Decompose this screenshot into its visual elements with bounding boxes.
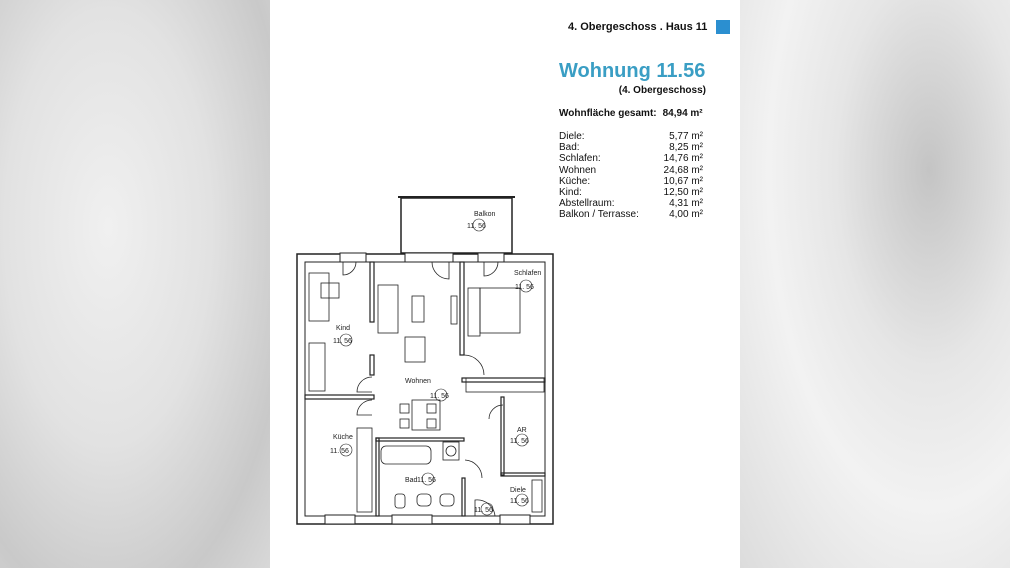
room-row: Diele: 5,77 m²: [559, 131, 703, 142]
total-area: Wohnfläche gesamt: 84,94 m²: [559, 108, 703, 119]
room-area: 10,67 m²: [663, 175, 703, 187]
label-balkon: Balkon: [474, 211, 496, 218]
furniture: [308, 272, 545, 513]
room-row: Wohnen 24,68 m²: [559, 165, 703, 176]
room-name: Kind:: [559, 187, 582, 199]
room-name: Abstellraum:: [559, 198, 615, 210]
room-row: Küche: 10,67 m²: [559, 176, 703, 187]
room-area-list: Diele: 5,77 m² Bad: 8,25 m² Schlafen: 14,76…: [559, 131, 703, 221]
room-area: 4,31 m²: [669, 198, 703, 210]
room-area: 8,25 m²: [669, 142, 703, 154]
blurred-background-left: [0, 0, 270, 568]
floor-house-heading: 4. Obergeschoss . Haus 11: [568, 21, 708, 33]
label-diele: Diele: [510, 487, 526, 494]
accent-square: [716, 20, 730, 34]
room-labels: Balkon Schlafen Kind Wohnen Küche AR Bad…: [333, 211, 541, 494]
room-row: Schlafen: 14,76 m²: [559, 153, 703, 164]
label-ar: AR: [517, 427, 527, 434]
balcony: [398, 196, 515, 254]
tag-ar: 11. 56: [510, 438, 529, 445]
total-area-value: 84,94 m²: [662, 108, 703, 119]
room-name: Schlafen:: [559, 153, 601, 165]
room-tags: [339, 218, 533, 516]
blurred-background-right: [740, 0, 1010, 568]
tag-kueche: 11. 56: [330, 448, 349, 455]
room-area: 14,76 m²: [663, 153, 703, 165]
room-area: 5,77 m²: [669, 131, 703, 142]
tag-entrance: 11. 56: [474, 507, 493, 514]
room-row: Balkon / Terrasse: 4,00 m²: [559, 209, 703, 220]
outer-walls: [296, 252, 554, 525]
interior-walls: [304, 261, 546, 517]
tag-diele: 11. 56: [510, 498, 529, 505]
tag-wohnen: 11. 56: [430, 393, 449, 400]
apartment-subtitle: (4. Obergeschoss): [618, 85, 706, 96]
room-name: Wohnen: [559, 164, 597, 176]
apartment-title: Wohnung 11.56: [559, 60, 706, 82]
label-kind: Kind: [336, 325, 350, 332]
room-row: Kind: 12,50 m²: [559, 187, 703, 198]
total-area-label: Wohnfläche gesamt:: [559, 108, 657, 119]
room-area: 12,50 m²: [663, 187, 703, 199]
room-name: Küche:: [559, 175, 591, 187]
doors: [342, 261, 504, 517]
room-name: Balkon / Terrasse:: [559, 209, 639, 221]
tag-kind: 11. 56: [333, 338, 352, 345]
label-wohnen: Wohnen: [405, 378, 431, 385]
room-row: Abstellraum: 4,31 m²: [559, 198, 703, 209]
tag-schlafen: 11. 56: [515, 284, 534, 291]
room-name: Diele:: [559, 131, 585, 142]
label-bad: Bad: [405, 477, 418, 484]
room-area: 4,00 m²: [669, 209, 703, 221]
tag-balkon: 11. 56: [467, 223, 486, 230]
room-row: Bad: 8,25 m²: [559, 142, 703, 153]
room-area: 24,68 m²: [663, 164, 703, 176]
label-schlafen: Schlafen: [514, 270, 541, 277]
room-name: Bad:: [559, 142, 580, 154]
label-kueche: Küche: [333, 434, 353, 441]
tag-bad: 11. 56: [417, 477, 436, 484]
